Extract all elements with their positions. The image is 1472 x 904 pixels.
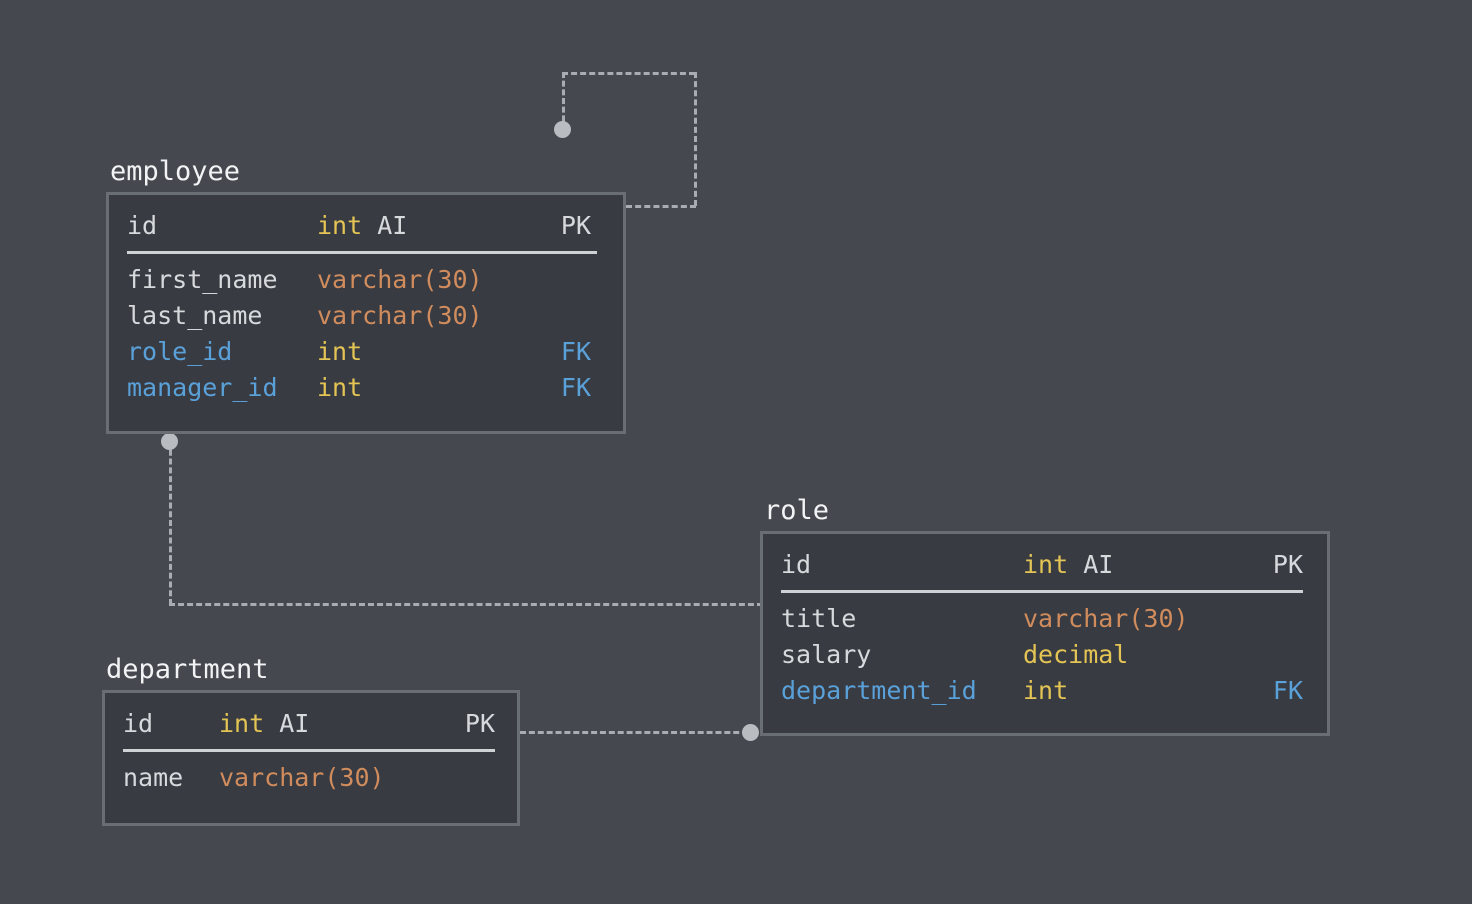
key-badge-fk: FK: [1272, 676, 1303, 705]
connector-segment: [562, 72, 695, 75]
auto-increment-label: AI: [377, 211, 408, 240]
column-row[interactable]: title varchar(30): [781, 601, 1309, 637]
auto-increment-label: AI: [279, 709, 310, 738]
column-type: int: [1023, 676, 1069, 705]
column-name: salary: [781, 640, 872, 669]
entity-box-department: id int AI PK name varchar(30): [102, 690, 520, 826]
column-type: varchar(30): [1023, 604, 1189, 633]
auto-increment-label: AI: [1083, 550, 1114, 579]
connector-segment: [694, 72, 697, 206]
column-row[interactable]: last_name varchar(30): [127, 298, 605, 334]
connector-segment: [169, 441, 172, 605]
key-badge-pk: PK: [1272, 550, 1303, 579]
entity-title-employee: employee: [110, 156, 241, 187]
entity-department[interactable]: department id int AI PK name varchar(30): [102, 655, 520, 826]
key-badge-pk: PK: [464, 709, 495, 738]
entity-title-role: role: [764, 495, 830, 526]
column-type: int AI: [317, 207, 529, 245]
column-row[interactable]: manager_id int FK: [127, 370, 605, 406]
column-name: role_id: [127, 337, 233, 366]
entity-role[interactable]: role id int AI PK title varchar(30) sala…: [760, 496, 1330, 736]
connector-endpoint-dot: [742, 724, 759, 741]
column-name: department_id: [781, 676, 977, 705]
auto-increment-flag: [1068, 550, 1083, 579]
header-divider: [127, 251, 597, 254]
connector-endpoint-dot: [161, 433, 178, 450]
column-name: name: [123, 763, 184, 792]
entity-title-department: department: [106, 654, 269, 685]
column-name: manager_id: [127, 373, 278, 402]
column-type: decimal: [1023, 640, 1129, 669]
connector-segment: [169, 603, 763, 606]
column-type: varchar(30): [317, 301, 483, 330]
column-type: int AI: [1023, 546, 1235, 584]
column-name: title: [781, 604, 857, 633]
column-row[interactable]: role_id int FK: [127, 334, 605, 370]
column-name: id: [781, 550, 812, 579]
connector-segment: [626, 205, 696, 208]
key-badge-fk: FK: [560, 373, 591, 402]
auto-increment-flag: [264, 709, 279, 738]
column-name: id: [127, 211, 158, 240]
column-row[interactable]: department_id int FK: [781, 673, 1309, 709]
entity-box-employee: id int AI PK first_name varchar(30) last…: [106, 192, 626, 434]
auto-increment-flag: [362, 211, 377, 240]
entity-employee[interactable]: employee id int AI PK first_name varchar…: [106, 157, 626, 434]
column-type: int AI: [219, 705, 425, 743]
column-row-primary-key[interactable]: id int AI PK: [127, 207, 605, 245]
column-name: first_name: [127, 265, 278, 294]
column-row-primary-key[interactable]: id int AI PK: [123, 705, 499, 743]
column-type: int: [317, 373, 363, 402]
column-type-text: int: [219, 709, 265, 738]
header-divider: [123, 749, 495, 752]
column-row-primary-key[interactable]: id int AI PK: [781, 546, 1309, 584]
connector-segment: [520, 731, 757, 734]
column-type: varchar(30): [219, 763, 385, 792]
key-badge-pk: PK: [560, 211, 591, 240]
connector-segment: [562, 72, 565, 130]
key-badge-fk: FK: [560, 337, 591, 366]
column-type-text: int: [1023, 550, 1069, 579]
header-divider: [781, 590, 1303, 593]
column-type: int: [317, 337, 363, 366]
column-row[interactable]: first_name varchar(30): [127, 262, 605, 298]
entity-box-role: id int AI PK title varchar(30) salary de…: [760, 531, 1330, 736]
column-type-text: int: [317, 211, 363, 240]
column-name: id: [123, 709, 154, 738]
connector-endpoint-dot: [554, 121, 571, 138]
column-name: last_name: [127, 301, 263, 330]
column-type: varchar(30): [317, 265, 483, 294]
column-row[interactable]: name varchar(30): [123, 760, 499, 796]
column-row[interactable]: salary decimal: [781, 637, 1309, 673]
